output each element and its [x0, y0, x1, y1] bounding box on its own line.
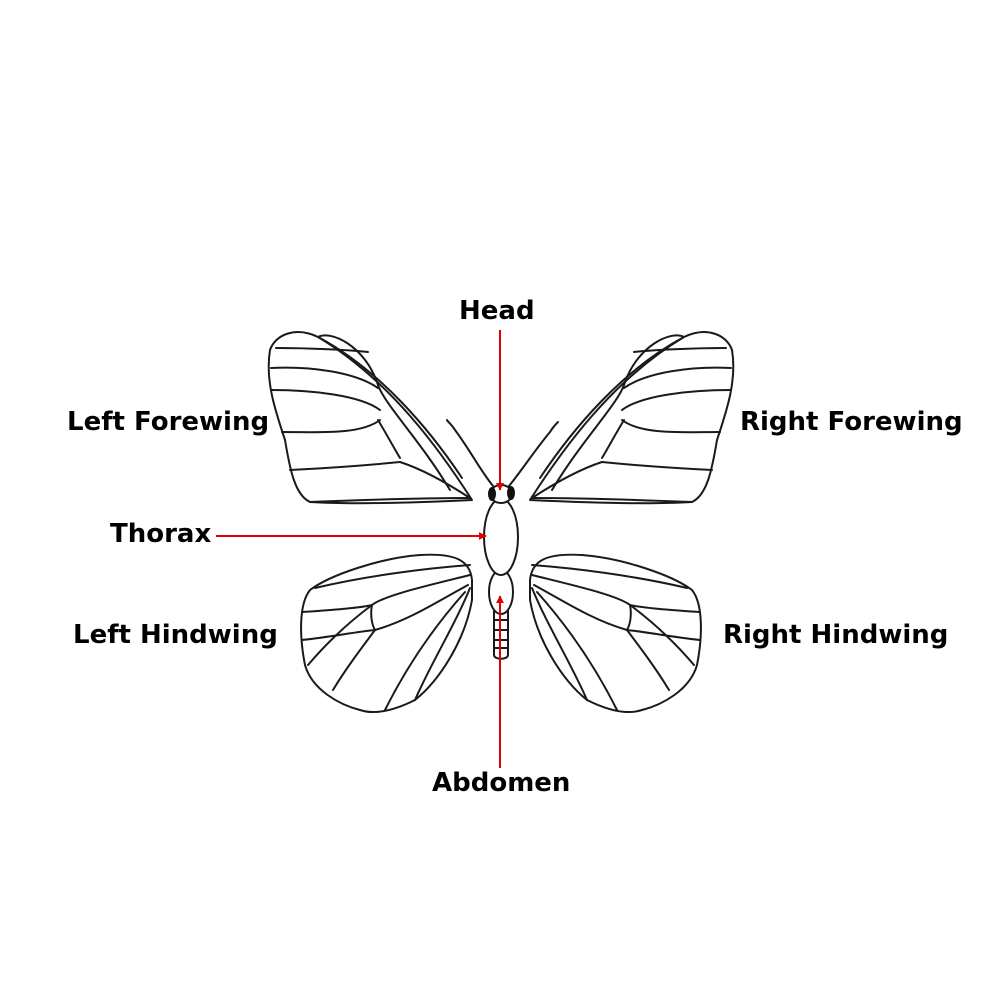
- right-eye: [507, 486, 515, 500]
- left-hindwing: [300, 553, 473, 713]
- label-thorax: Thorax: [110, 519, 212, 549]
- antennae: [446, 419, 559, 487]
- thorax-shape: [483, 498, 519, 576]
- label-right-forewing: Right Forewing: [740, 407, 963, 437]
- left-forewing: [267, 331, 473, 505]
- label-left-forewing: Left Forewing: [67, 407, 270, 437]
- right-forewing: [529, 331, 735, 505]
- left-eye: [488, 487, 496, 501]
- label-head: Head: [459, 296, 535, 326]
- right-hindwing: [529, 553, 702, 713]
- label-left-hindwing: Left Hindwing: [73, 620, 278, 650]
- label-right-hindwing: Right Hindwing: [723, 620, 949, 650]
- label-abdomen: Abdomen: [432, 768, 571, 798]
